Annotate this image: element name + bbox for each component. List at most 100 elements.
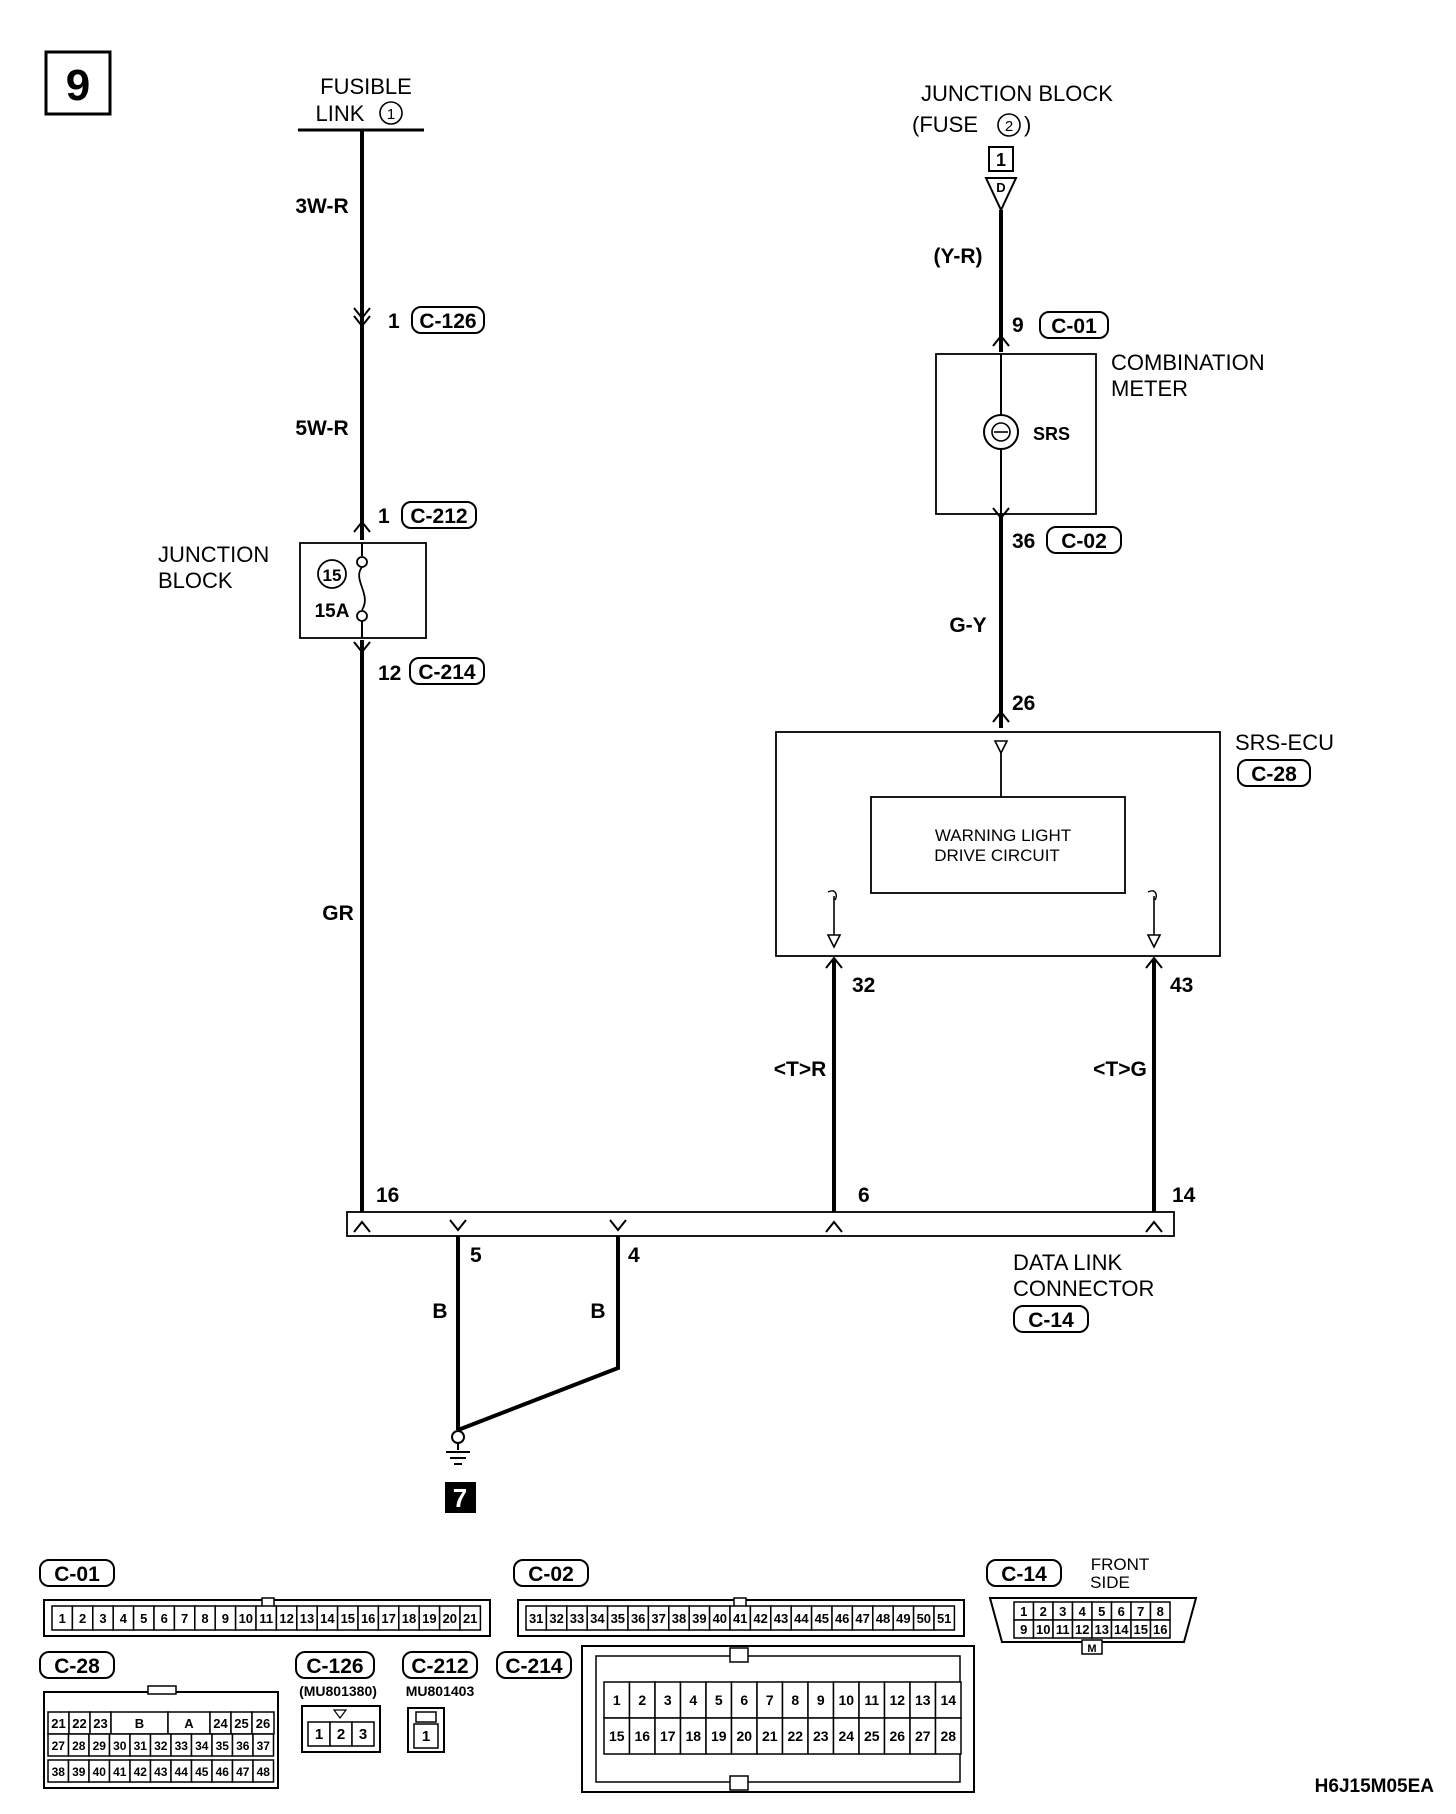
warning-light-drive-circuit xyxy=(870,796,1126,894)
fusible-link-num: 1 xyxy=(387,106,395,123)
c214-pin: 14 xyxy=(940,1692,956,1708)
combination-meter: SRS COMBINATION METER xyxy=(935,350,1265,515)
c214-cell xyxy=(603,1717,631,1755)
c14-cell xyxy=(1149,1619,1171,1639)
c01-pin: 2 xyxy=(79,1611,86,1626)
c02-pin: 33 xyxy=(570,1611,584,1626)
dlc-conn: C-14 xyxy=(1028,1309,1074,1332)
wire-label-5w-r: 5W-R xyxy=(295,417,348,440)
c14-mark: M xyxy=(1087,1643,1096,1655)
srs-ecu-name: SRS-ECU xyxy=(1235,730,1334,755)
c214-cell xyxy=(909,1681,937,1719)
c01-pin: 15 xyxy=(341,1611,355,1626)
wire-b-4 xyxy=(457,1236,620,1432)
c14-pin: 12 xyxy=(1075,1622,1089,1637)
c28-pin: 48 xyxy=(257,1765,271,1779)
c214-pin: 20 xyxy=(736,1728,752,1744)
c14-pin: 9 xyxy=(1020,1622,1027,1637)
c28-pin: 41 xyxy=(113,1765,127,1779)
c02-pin: 46 xyxy=(835,1611,849,1626)
c126-cell xyxy=(351,1721,375,1747)
c126-pin: 3 xyxy=(359,1726,367,1743)
c214-pin: 8 xyxy=(791,1692,799,1708)
c01-pin: 3 xyxy=(99,1611,106,1626)
c28-pin: 23 xyxy=(93,1716,107,1731)
junction-block-top-label-2a: (FUSE xyxy=(912,112,978,137)
c02-pin: 38 xyxy=(672,1611,686,1626)
c214-pin: 19 xyxy=(711,1728,727,1744)
pin-43: 43 xyxy=(1170,974,1193,997)
wire-label-y-r: (Y-R) xyxy=(934,245,983,268)
pin-c126: 1 xyxy=(388,310,400,333)
c02-cell xyxy=(933,1605,956,1631)
c28-pin: 37 xyxy=(257,1739,271,1753)
c01-pin: 11 xyxy=(259,1611,273,1626)
pin-14: 14 xyxy=(1172,1184,1196,1207)
c126-pin: 1 xyxy=(315,1726,323,1743)
c214-pin: 21 xyxy=(762,1728,778,1744)
pin-4: 4 xyxy=(628,1244,640,1267)
c212-face: 1 xyxy=(407,1707,445,1753)
c212-pin: 1 xyxy=(422,1728,430,1745)
pin-16: 16 xyxy=(376,1184,399,1207)
c28-pin: 31 xyxy=(134,1739,148,1753)
junction-block-top-label-2b: ) xyxy=(1024,112,1031,137)
c14-label: C-14 xyxy=(1001,1563,1047,1586)
c01-pin: 7 xyxy=(181,1611,188,1626)
c28-pin: 43 xyxy=(154,1765,168,1779)
c126-part: (MU801380) xyxy=(299,1683,377,1699)
c14-side: SIDE xyxy=(1090,1573,1130,1592)
c14-pin: 7 xyxy=(1137,1604,1144,1619)
c214-pin: 24 xyxy=(838,1728,854,1744)
combination-meter-label-1: COMBINATION xyxy=(1111,350,1265,375)
c126-label: C-126 xyxy=(306,1655,363,1678)
wire-label-gr: GR xyxy=(322,902,354,925)
pin-6: 6 xyxy=(858,1184,870,1207)
c214-pin: 16 xyxy=(634,1728,650,1744)
c14-pin: 11 xyxy=(1056,1622,1070,1637)
junction-block-left-label-2: BLOCK xyxy=(158,568,233,593)
c214-cell xyxy=(883,1717,911,1755)
c28-pin: 21 xyxy=(51,1716,65,1731)
c02-pin: 31 xyxy=(529,1611,543,1626)
diagram-code: H6J15M05EA xyxy=(1315,1776,1435,1797)
junction-block-top-num: 2 xyxy=(1005,118,1013,135)
c214-pin: 5 xyxy=(715,1692,723,1708)
c14-pin: 4 xyxy=(1079,1604,1087,1619)
c28-pin: 30 xyxy=(113,1739,127,1753)
c02-pin: 41 xyxy=(733,1611,747,1626)
conn-c02-ref: C-02 xyxy=(1061,530,1107,553)
c214-pin: 11 xyxy=(864,1692,879,1708)
c28-cell xyxy=(252,1759,275,1783)
c214-pin: 23 xyxy=(813,1728,829,1744)
c14-pin: 3 xyxy=(1059,1604,1066,1619)
c14-pin: 2 xyxy=(1040,1604,1047,1619)
c01-pin: 4 xyxy=(120,1611,128,1626)
c28-pin: 26 xyxy=(256,1716,270,1731)
c214-pin: 4 xyxy=(689,1692,697,1708)
circuit-label-1: WARNING LIGHT xyxy=(935,826,1071,845)
c28-pin: 40 xyxy=(93,1765,107,1779)
fusible-link-label-1: FUSIBLE xyxy=(320,74,412,99)
c14-pin: 14 xyxy=(1114,1622,1129,1637)
page-number: 9 xyxy=(66,61,90,110)
junction-block-left: JUNCTION BLOCK 15 15A xyxy=(158,542,427,639)
c02-pin: 34 xyxy=(590,1611,605,1626)
c214-cell xyxy=(909,1717,937,1755)
wire-label-t-g: <T>G xyxy=(1093,1058,1147,1081)
c01-pin: 13 xyxy=(300,1611,314,1626)
c214-pin: 17 xyxy=(660,1728,676,1744)
fuse-amp: 15A xyxy=(315,601,350,622)
c28-pin: 46 xyxy=(216,1765,230,1779)
c212-cell xyxy=(413,1723,439,1749)
srs-ecu: SRS-ECU C-28 WARNING LIGHT DRIVE CIRCUIT xyxy=(775,730,1334,957)
ground-number: 7 xyxy=(453,1483,467,1513)
c02-pin: 43 xyxy=(774,1611,788,1626)
c214-cell xyxy=(807,1717,835,1755)
c02-pin: 42 xyxy=(753,1611,767,1626)
c01-cell xyxy=(459,1605,482,1631)
